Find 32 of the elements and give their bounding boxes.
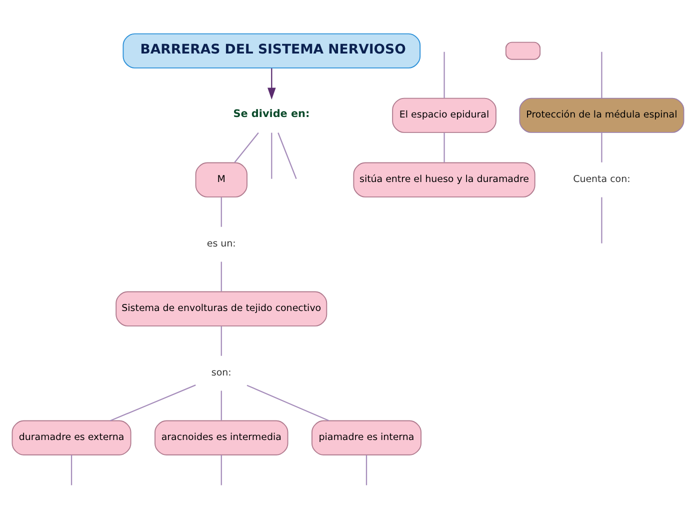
node-box: Protección de la médula espinal: [519, 98, 684, 133]
node-box: M: [195, 162, 248, 198]
connector: [220, 455, 222, 486]
node-box: BARRERAS DEL SISTEMA NERVIOSO: [122, 33, 421, 68]
connector: [70, 455, 72, 486]
node-box: aracnoides es intermedia: [154, 420, 288, 456]
connector: [601, 197, 602, 244]
connector: [220, 262, 222, 292]
connector: [444, 52, 445, 98]
node-box: Sistema de envolturas de tejido conectivo: [116, 291, 328, 326]
connector: [110, 384, 196, 422]
connector: [246, 384, 330, 422]
connector: [366, 455, 368, 486]
connector: [234, 132, 259, 163]
connector: [220, 326, 222, 356]
connector: [601, 132, 602, 162]
node-text: Se divide en:: [233, 108, 310, 120]
node-box: [505, 42, 541, 60]
node-box: piamadre es interna: [311, 420, 422, 456]
connector: [220, 390, 222, 420]
connector: [271, 132, 272, 179]
connector: [601, 52, 602, 98]
arrow: [268, 68, 276, 100]
node-text: Cuenta con:: [573, 174, 630, 186]
node-box: duramadre es externa: [12, 420, 132, 456]
connector: [220, 197, 222, 227]
node-box: sitúa entre el hueso y la duramadre: [353, 162, 536, 198]
node-box: El espacio epidural: [392, 98, 496, 133]
connector: [444, 132, 445, 162]
node-text: son:: [211, 368, 232, 379]
node-text: es un:: [206, 238, 236, 250]
connector: [278, 132, 297, 180]
